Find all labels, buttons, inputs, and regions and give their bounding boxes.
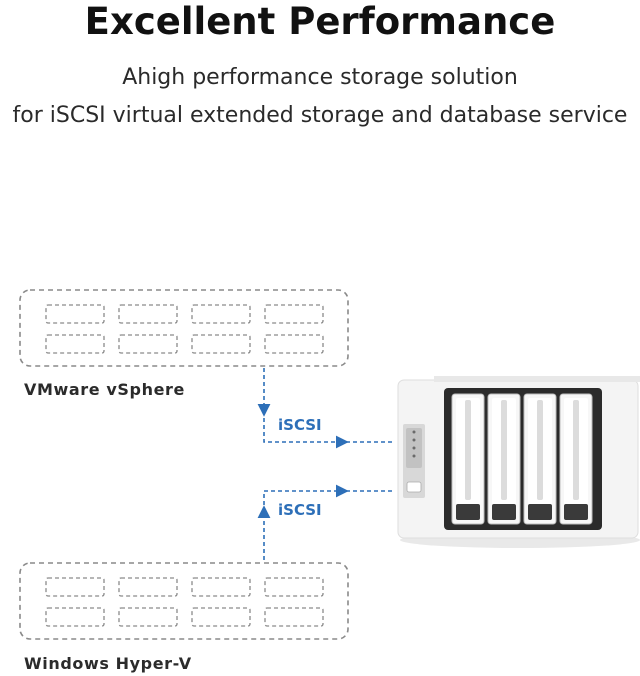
hyperv-slot-2: [118, 577, 178, 597]
hyperv-slot-8: [264, 607, 324, 627]
vmware-slot-8: [264, 334, 324, 354]
iscsi-label-bottom: iSCSI: [278, 501, 322, 519]
hyperv-slot-3: [191, 577, 251, 597]
vmware-slot-3: [191, 304, 251, 324]
drive-bay-1: [451, 393, 485, 525]
vmware-slot-6: [118, 334, 178, 354]
iscsi-link-top: [257, 368, 392, 449]
subtitle-line-2: for iSCSI virtual extended storage and d…: [12, 103, 628, 128]
hyperv-server-rack: [19, 562, 349, 640]
hyperv-slot-5: [45, 607, 105, 627]
vmware-slot-1: [45, 304, 105, 324]
vmware-slot-5: [45, 334, 105, 354]
drive-bay-4: [559, 393, 593, 525]
hyperv-slot-1: [45, 577, 105, 597]
subtitle-line-1: Ahigh performance storage solution: [122, 65, 518, 90]
hyperv-slot-4: [264, 577, 324, 597]
page-title: Excellent Performance: [84, 0, 556, 43]
vmware-slot-4: [264, 304, 324, 324]
drive-bay-3: [523, 393, 557, 525]
iscsi-link-bottom: [257, 484, 392, 560]
hyperv-slot-7: [191, 607, 251, 627]
vmware-server-rack: [19, 289, 349, 367]
vmware-vsphere-label: VMware vSphere: [24, 380, 185, 399]
windows-hyperv-label: Windows Hyper-V: [24, 654, 192, 673]
iscsi-label-top: iSCSI: [278, 416, 322, 434]
vmware-slot-2: [118, 304, 178, 324]
vmware-slot-7: [191, 334, 251, 354]
nas-device: [397, 376, 640, 548]
hyperv-slot-6: [118, 607, 178, 627]
drive-bay-2: [487, 393, 521, 525]
